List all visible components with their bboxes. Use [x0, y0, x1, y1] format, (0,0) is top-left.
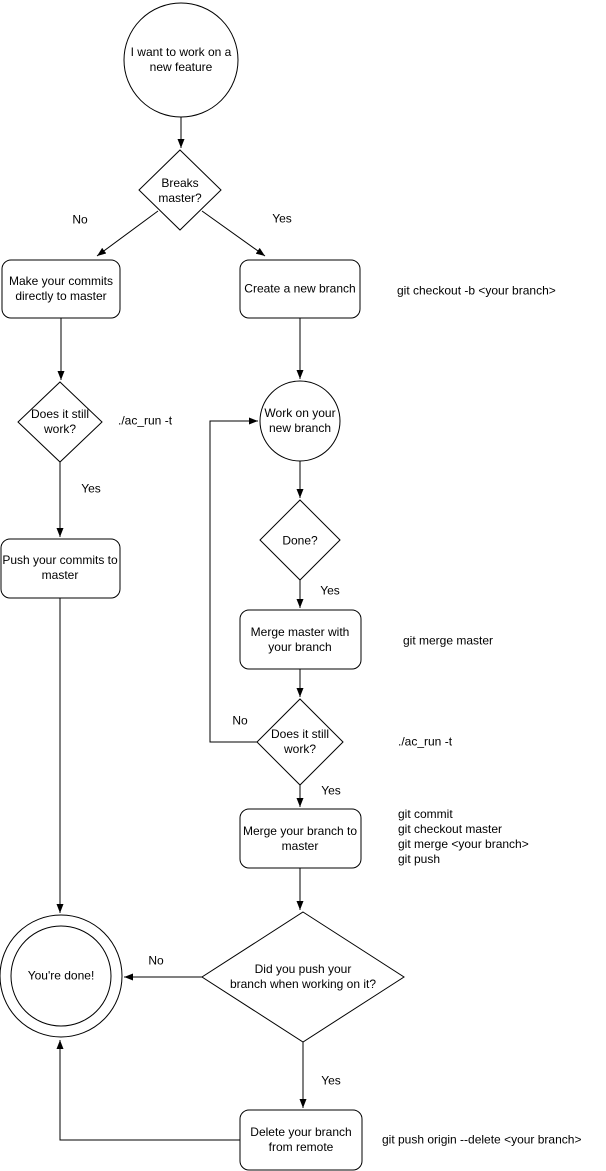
delete-branch-box	[239, 1109, 363, 1171]
edge-breaks-yes-to-create-branch	[201, 210, 266, 257]
edge-still-work-2-no-to-work-branch	[209, 417, 258, 743]
make-commits-box	[1, 259, 121, 319]
merge-master-box	[239, 609, 362, 670]
start-node	[123, 2, 239, 118]
edge-breaks-no-to-make-commits	[96, 210, 159, 257]
edge-delete-branch-to-youre-done	[56, 1040, 240, 1141]
did-push-diamond	[201, 911, 405, 1043]
still-work-2-diamond	[256, 698, 344, 786]
create-branch-box	[239, 259, 361, 319]
still-work-1-diamond	[17, 381, 103, 463]
done-diamond	[259, 499, 341, 581]
work-branch-node	[259, 380, 341, 462]
merge-branch-box	[239, 808, 362, 869]
push-commits-box	[0, 538, 121, 599]
breaks-master-diamond	[138, 149, 222, 231]
youre-done-inner-circle	[10, 925, 112, 1027]
